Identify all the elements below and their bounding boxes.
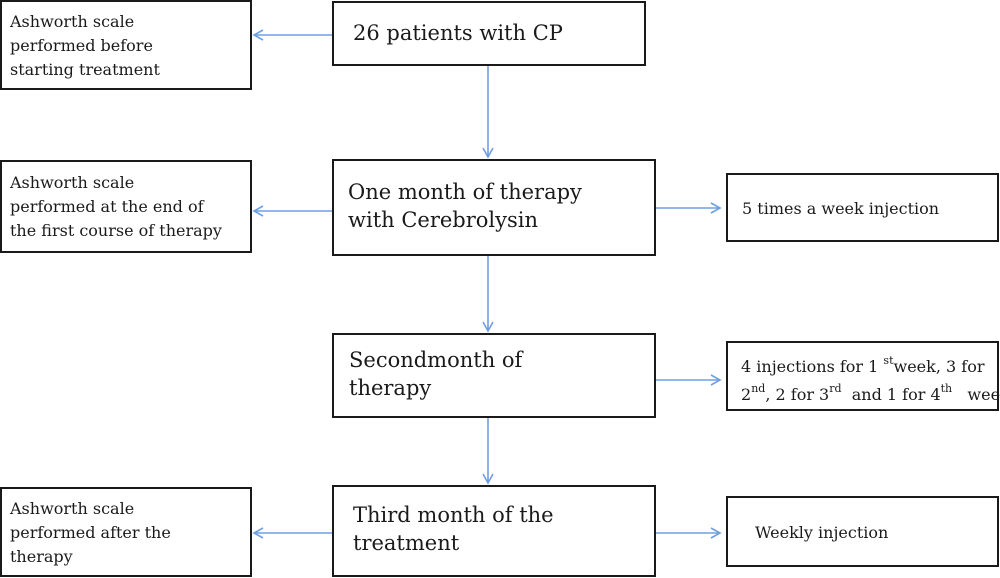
text-ashworth-end-first: Ashworth scale performed at the end of t… <box>10 173 222 240</box>
schedule-sup-nd: nd <box>751 382 766 395</box>
text-ashworth-after: Ashworth scale performed after the thera… <box>10 499 171 566</box>
box-5-times-week: 5 times a week injection <box>726 173 999 242</box>
schedule-part-2: week, 3 for <box>893 357 985 376</box>
text-ashworth-before: Ashworth scale performed before starting… <box>10 12 160 79</box>
box-month-1: One month of therapy with Cerebrolysin <box>332 159 656 256</box>
box-injection-schedule: 4 injections for 1 stweek, 3 for 2nd, 2 … <box>726 341 1000 411</box>
schedule-part-4: , 2 for 3 <box>765 385 830 404</box>
box-month-3: Third month of the treatment <box>332 485 656 577</box>
schedule-part-6: week <box>967 385 1000 404</box>
text-month-2: Secondmonth of therapy <box>349 348 523 400</box>
schedule-sup-st: st <box>883 354 894 367</box>
box-ashworth-after: Ashworth scale performed after the thera… <box>0 487 252 577</box>
box-26-patients: 26 patients with CP <box>332 1 646 66</box>
text-5-times-week: 5 times a week injection <box>742 199 940 218</box>
box-weekly-injection: Weekly injection <box>726 496 999 567</box>
schedule-sup-rd: rd <box>829 382 842 395</box>
schedule-part-5: and 1 for 4 <box>841 385 941 404</box>
text-month-1: One month of therapy with Cerebrolysin <box>348 180 582 232</box>
box-ashworth-before: Ashworth scale performed before starting… <box>0 0 252 90</box>
text-26-patients: 26 patients with CP <box>353 21 563 45</box>
text-weekly-injection: Weekly injection <box>755 523 889 542</box>
box-month-2: Secondmonth of therapy <box>332 333 656 418</box>
schedule-sup-th: th <box>940 382 953 395</box>
box-ashworth-end-first: Ashworth scale performed at the end of t… <box>0 160 252 253</box>
schedule-part-1: 4 injections for 1 <box>741 357 884 376</box>
text-injection-schedule: 4 injections for 1 stweek, 3 for 2nd, 2 … <box>741 354 1000 410</box>
text-month-3: Third month of the treatment <box>353 503 554 555</box>
schedule-part-3: 2 <box>741 385 752 404</box>
